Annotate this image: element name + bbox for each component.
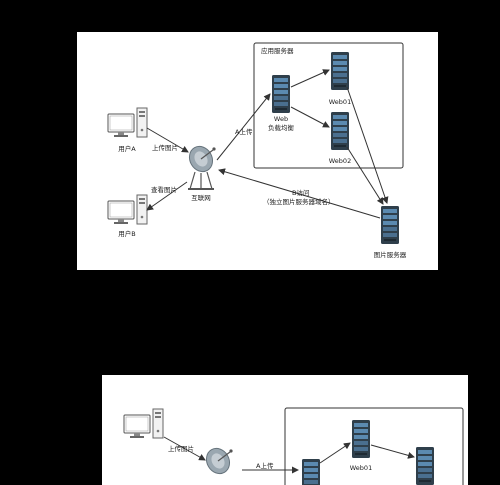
- web02-server-icon: [331, 112, 349, 150]
- load-balancer-server-icon: [272, 75, 290, 113]
- edge-image-server-to-internet: [218, 168, 381, 219]
- edge-lb-to-web01-bottom: [319, 442, 351, 464]
- diagram-panel-bottom: 上传图片 A上传 Web01: [102, 375, 468, 485]
- edge-internet-to-user-b: [146, 181, 188, 211]
- diagram-panel-top: 应用服务器 用户A 用户B 互联网 Web 负载均衡 Web01 Web02 图…: [77, 32, 438, 270]
- load-balancer-label-line1: Web: [274, 115, 288, 123]
- satellite-dish-icon-bottom: [205, 447, 233, 475]
- web01-server-icon-bottom: [352, 420, 370, 458]
- edge-a-upload-label-bottom: A上传: [256, 461, 274, 470]
- edge-user-a-to-internet: [146, 127, 189, 153]
- load-balancer-server-icon-bottom: [302, 459, 320, 485]
- image-server-label: 图片服务器: [374, 250, 407, 259]
- app-server-group-box-bottom: [284, 407, 464, 485]
- user-a-label: 用户A: [118, 144, 136, 153]
- image-server-icon: [381, 206, 399, 244]
- edge-lb-to-web01: [290, 69, 330, 88]
- edge-web01-to-image-server: [346, 86, 389, 204]
- user-b-label: 用户B: [118, 229, 135, 238]
- edge-user-a-to-internet-bottom: [163, 436, 206, 461]
- edge-internet-to-load-balancer: [216, 93, 271, 161]
- edge-upload-pic-label: 上传图片: [152, 143, 178, 152]
- satellite-dish-icon: [188, 145, 216, 190]
- edge-view-pic-label: 查看图片: [151, 185, 177, 194]
- user-b-computer-icon: [107, 194, 148, 225]
- web02-label: Web02: [329, 157, 351, 165]
- diagram-canvas-bottom: 上传图片 A上传 Web01: [123, 407, 464, 485]
- edge-web01-to-right-bottom: [370, 444, 415, 459]
- edge-upload-pic-label-bottom: 上传图片: [168, 444, 194, 453]
- web01-label-bottom: Web01: [350, 464, 372, 472]
- diagram-canvas-top: 应用服务器 用户A 用户B 互联网 Web 负载均衡 Web01 Web02 图…: [107, 42, 407, 259]
- app-server-group-box: [253, 42, 404, 169]
- load-balancer-label-line2: 负载均衡: [268, 123, 295, 132]
- edge-b-access-label-1: B访问: [292, 188, 309, 197]
- user-a-computer-icon: [107, 107, 148, 138]
- right-server-icon-bottom: [416, 447, 434, 485]
- web01-server-icon: [331, 52, 349, 90]
- web01-label: Web01: [329, 98, 351, 106]
- app-server-group-label: 应用服务器: [261, 46, 294, 55]
- edge-web02-to-image-server: [346, 146, 384, 205]
- internet-label: 互联网: [191, 193, 211, 202]
- edge-lb-to-web02: [290, 106, 330, 128]
- user-a-computer-icon-bottom: [123, 408, 164, 439]
- edge-b-access-label-2: （独立图片服务器域名）: [263, 197, 335, 206]
- edge-a-upload-label: A上传: [235, 127, 253, 136]
